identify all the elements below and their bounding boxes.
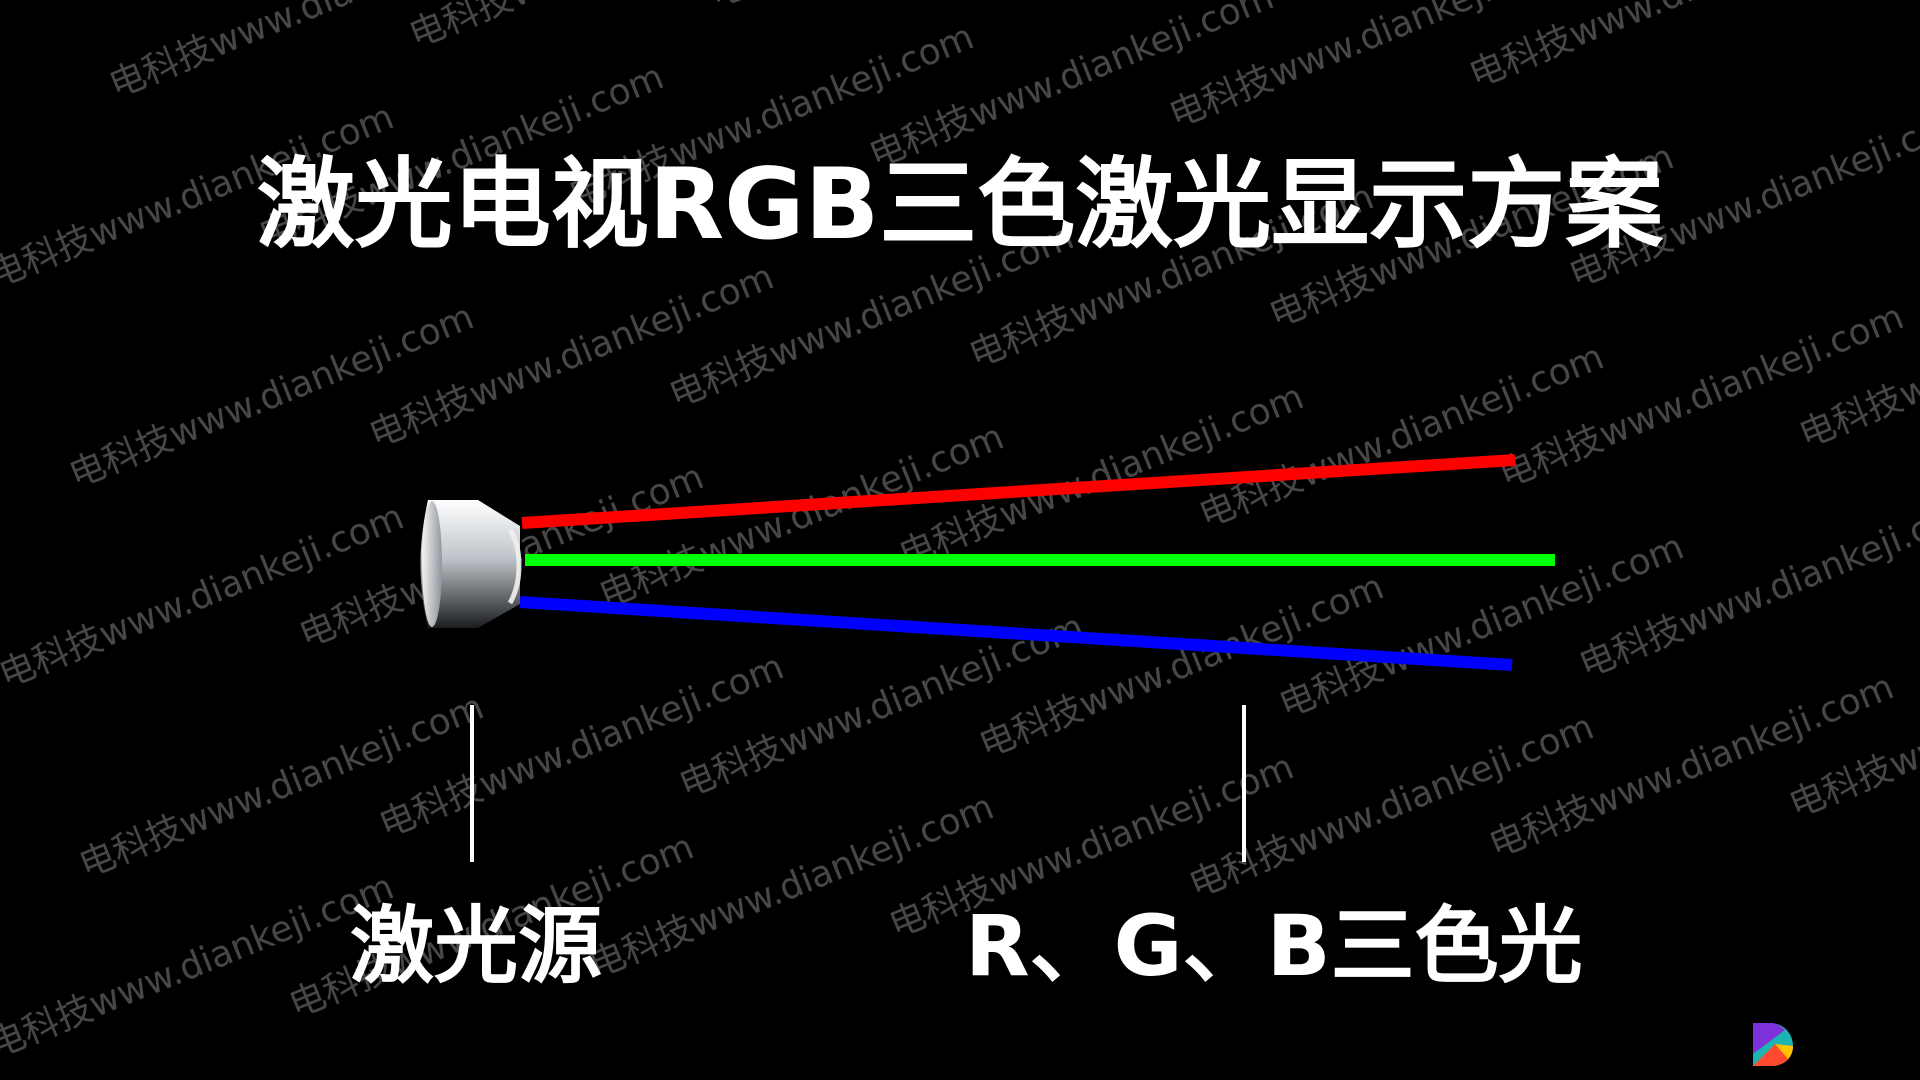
rgb-light-label: R、G、B三色光	[965, 897, 1583, 995]
laser-source-label: 激光源	[350, 897, 603, 995]
red-beam	[521, 454, 1516, 529]
blue-beam	[519, 596, 1513, 671]
page-title: 激光电视RGB三色激光显示方案	[256, 148, 1664, 262]
laser-source-icon	[420, 500, 522, 628]
logo-icon	[1753, 1023, 1793, 1066]
